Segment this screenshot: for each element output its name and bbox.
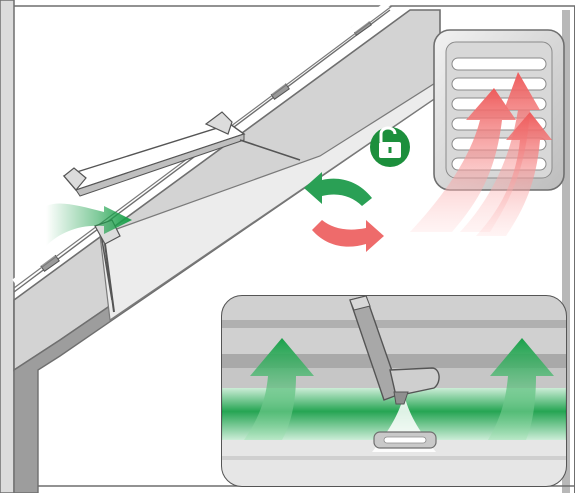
detail-inset [221,295,567,487]
fresh-air-up-arrow-left [244,338,314,440]
warm-air-arrows [410,72,552,236]
fresh-air-up-arrow-right [488,338,554,440]
padlock-open-icon [370,126,410,167]
handle-lever [349,296,440,405]
swap-arrows-icon [304,172,384,252]
vent-slot [373,431,437,449]
fresh-air-inflow [46,203,132,246]
